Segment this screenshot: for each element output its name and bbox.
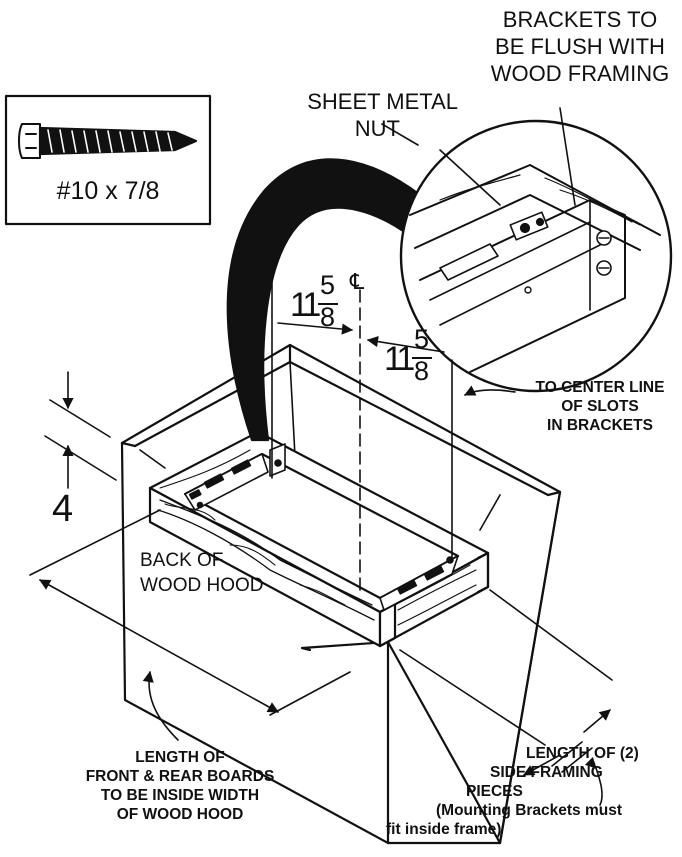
dimension-lines bbox=[29, 107, 613, 806]
dimension-right-denominator: 8 bbox=[414, 356, 430, 386]
brackets-flush-callout: BRACKETS TO BE FLUSH WITH WOOD FRAMING bbox=[480, 6, 680, 87]
back-of-hood-line-1: BACK OF bbox=[140, 550, 224, 571]
wood-hood-box bbox=[120, 343, 562, 845]
dimension-height-4: 4 bbox=[52, 488, 74, 530]
dimension-left-11-5-8: 11 5 8 bbox=[290, 270, 350, 356]
sheet-metal-nut-callout: SHEET METAL NUT bbox=[268, 88, 458, 142]
side-framing-line-5: fit inside frame) bbox=[386, 821, 502, 838]
brackets-flush-line-1: BRACKETS TO bbox=[502, 7, 658, 32]
screw-inset bbox=[4, 94, 212, 226]
front-rear-boards-callout: LENGTH OF FRONT & REAR BOARDS TO BE INSI… bbox=[60, 748, 300, 824]
side-framing-line-2: SIDE FRAMING bbox=[490, 764, 603, 781]
side-framing-callout: LENGTH OF (2) SIDE FRAMING PIECES (Mount… bbox=[380, 744, 680, 839]
dimension-right-11-5-8: 11 5 8 bbox=[384, 324, 444, 410]
detail-magnifier bbox=[399, 119, 673, 393]
center-line-slots-line-2: OF SLOTS bbox=[561, 398, 639, 415]
dimension-right-whole: 11 bbox=[384, 340, 415, 378]
dimension-left-fraction-bar bbox=[318, 303, 338, 305]
back-of-hood-callout: BACK OF WOOD HOOD bbox=[140, 548, 264, 598]
dimension-right-numerator: 5 bbox=[414, 324, 430, 354]
brackets-flush-line-3: WOOD FRAMING bbox=[490, 61, 670, 86]
centerline-symbol: ℄ bbox=[350, 270, 365, 295]
front-rear-boards-line-4: OF WOOD HOOD bbox=[116, 806, 244, 823]
dimension-right-fraction-bar bbox=[412, 357, 432, 359]
front-rear-boards-line-1: LENGTH OF bbox=[135, 749, 225, 766]
side-framing-line-3: PIECES bbox=[466, 783, 523, 800]
dimension-left-whole: 11 bbox=[290, 286, 321, 324]
wood-frame bbox=[148, 430, 490, 648]
front-rear-boards-line-2: FRONT & REAR BOARDS bbox=[85, 768, 275, 785]
hood-front-bottom bbox=[120, 441, 502, 845]
sheet-metal-nut-line-2: NUT bbox=[354, 116, 400, 141]
center-line-slots-line-3: IN BRACKETS bbox=[547, 417, 653, 434]
back-of-hood-line-2: WOOD HOOD bbox=[140, 575, 264, 596]
screw-size-label: #10 x 7/8 bbox=[56, 177, 160, 205]
hood-right-edge bbox=[498, 490, 562, 845]
center-line-slots-line-1: TO CENTER LINE bbox=[535, 379, 665, 396]
mounting-brackets bbox=[184, 443, 459, 611]
side-framing-line-1: LENGTH OF (2) bbox=[526, 745, 639, 762]
front-rear-boards-line-3: TO BE INSIDE WIDTH bbox=[100, 787, 260, 804]
sheet-metal-nut-line-1: SHEET METAL bbox=[307, 89, 458, 114]
brackets-flush-line-2: BE FLUSH WITH bbox=[495, 34, 665, 59]
center-line-slots-callout: TO CENTER LINE OF SLOTS IN BRACKETS bbox=[520, 378, 680, 435]
dimension-left-denominator: 8 bbox=[320, 302, 336, 332]
side-framing-line-4: (Mounting Brackets must bbox=[436, 802, 623, 819]
dimension-left-numerator: 5 bbox=[320, 270, 336, 300]
